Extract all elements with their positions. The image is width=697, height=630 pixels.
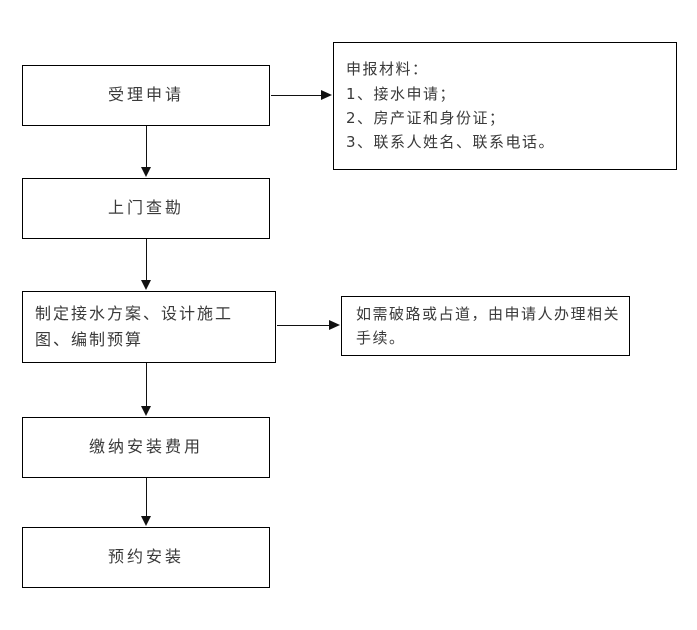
flow-node-design-plan[interactable]: 制定接水方案、设计施工图、编制预算 [22, 291, 276, 363]
arrowhead-node4-to-node5 [141, 516, 151, 526]
flow-node-pay-installation-fee[interactable]: 缴纳安装费用 [22, 417, 270, 478]
arrowhead-node2-to-node3 [141, 280, 151, 290]
arrowhead-node1-to-note1 [321, 90, 332, 100]
connector-line-node2-to-node3 [146, 239, 147, 281]
note-required-documents: 申报材料： 1、接水申请； 2、房产证和身份证； 3、联系人姓名、联系电话。 [333, 42, 677, 170]
arrowhead-node3-to-node4 [141, 406, 151, 416]
connector-line-node1-to-note1 [271, 95, 322, 96]
note-road-permit: 如需破路或占道，由申请人办理相关手续。 [341, 296, 630, 356]
flow-node-site-survey[interactable]: 上门查勘 [22, 178, 270, 239]
flow-node-accept-application[interactable]: 受理申请 [22, 65, 270, 126]
arrowhead-node1-to-node2 [141, 167, 151, 177]
flow-node-schedule-installation[interactable]: 预约安装 [22, 527, 270, 588]
connector-line-node3-to-node4 [146, 363, 147, 407]
connector-line-node1-to-node2 [146, 126, 147, 168]
connector-line-node4-to-node5 [146, 478, 147, 517]
arrowhead-node3-to-note2 [329, 320, 340, 330]
connector-line-node3-to-note2 [277, 325, 331, 326]
